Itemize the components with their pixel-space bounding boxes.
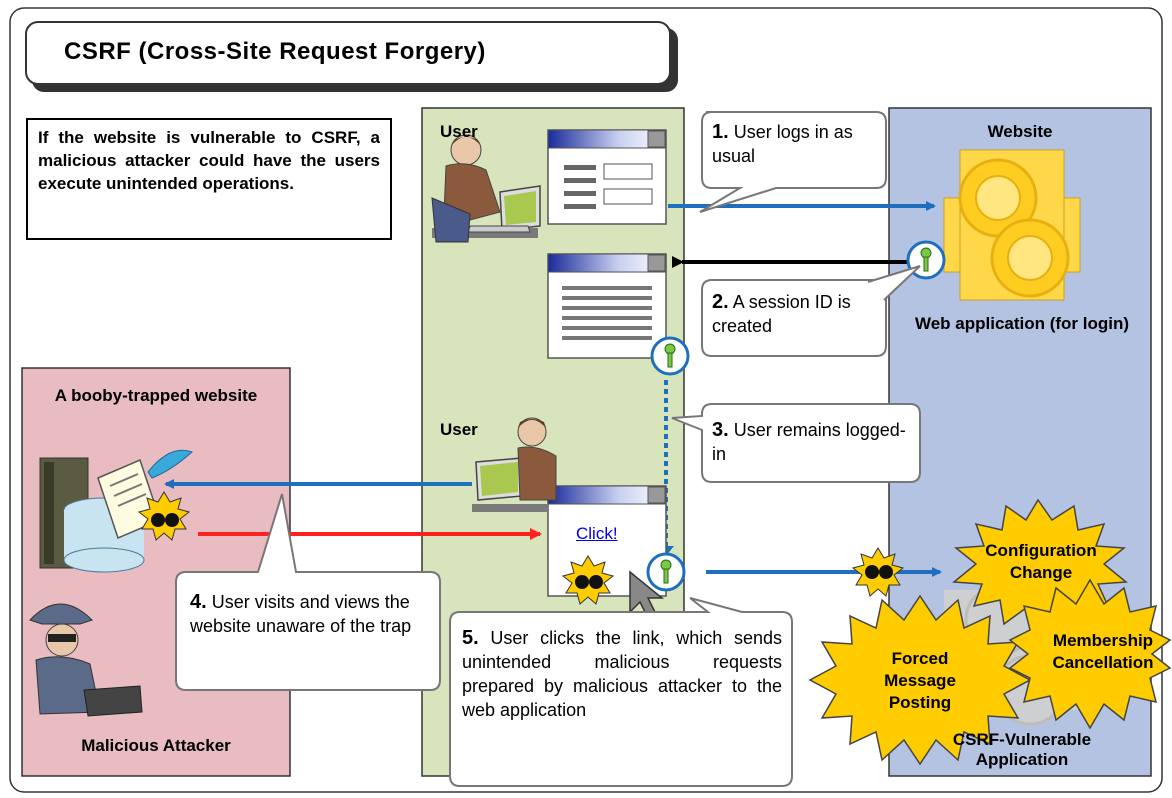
user-figure-bottom-icon xyxy=(472,417,557,512)
web-app-gears-icon xyxy=(943,149,1081,301)
callout-3 xyxy=(671,403,921,483)
page-title: CSRF (Cross-Site Request Forgery) xyxy=(64,38,486,65)
step5-text: 5. User clicks the link, which sends uni… xyxy=(462,626,782,722)
step3-text: 3. User remains logged-in xyxy=(712,418,912,466)
bomb-icon-app xyxy=(851,547,905,597)
website-title: Website xyxy=(987,122,1053,141)
browser-window-session xyxy=(547,253,667,359)
user-label-top: User xyxy=(440,122,478,141)
vulnerable-app-label: CSRF-Vulnerable Application xyxy=(952,730,1092,769)
click-link[interactable]: Click! xyxy=(576,524,618,543)
attacker-figure-icon xyxy=(29,603,143,717)
step1-number: 1. xyxy=(712,121,729,143)
burst-membership-label: Membership Cancellation xyxy=(1052,631,1154,672)
step2-text: 2. A session ID is created xyxy=(712,290,878,338)
step1-text: 1. User logs in as usual xyxy=(712,120,878,168)
browser-window-login xyxy=(547,129,667,225)
step4-description: User visits and views the website unawar… xyxy=(190,592,412,636)
user-figure-top-icon xyxy=(431,134,541,243)
bomb-icon-user xyxy=(561,555,615,605)
burst-membership xyxy=(1008,578,1172,730)
title-box xyxy=(25,21,678,92)
step5-number: 5. xyxy=(462,627,479,649)
callout-2 xyxy=(701,265,921,357)
burst-forced-label: Forced Message Posting xyxy=(884,649,956,712)
step3-number: 3. xyxy=(712,419,729,441)
explanation-box: If the website is vulnerable to CSRF, a … xyxy=(26,118,392,240)
callout-4 xyxy=(175,493,441,691)
user-label-bottom: User xyxy=(440,420,478,439)
step1-description: User logs in as usual xyxy=(712,122,853,166)
callout-1 xyxy=(699,111,887,213)
callout-5 xyxy=(449,597,793,787)
bomb-icon-attacker xyxy=(137,491,191,541)
step5-description: User clicks the link, which sends uninte… xyxy=(462,628,782,720)
session-key-icon-2 xyxy=(650,336,690,376)
step2-description: A session ID is created xyxy=(712,292,851,336)
session-key-icon-3 xyxy=(646,552,686,592)
step3-description: User remains logged-in xyxy=(712,420,906,464)
attacker-site-title: A booby-trapped website xyxy=(54,386,258,405)
step4-text: 4. User visits and views the website una… xyxy=(190,590,430,638)
step2-number: 2. xyxy=(712,291,729,313)
burst-config-label: Configuration Change xyxy=(985,541,1097,582)
webapp-label: Web application (for login) xyxy=(914,314,1130,333)
burst-forced xyxy=(808,594,1032,766)
step4-number: 4. xyxy=(190,591,207,613)
attacker-label: Malicious Attacker xyxy=(81,736,231,755)
